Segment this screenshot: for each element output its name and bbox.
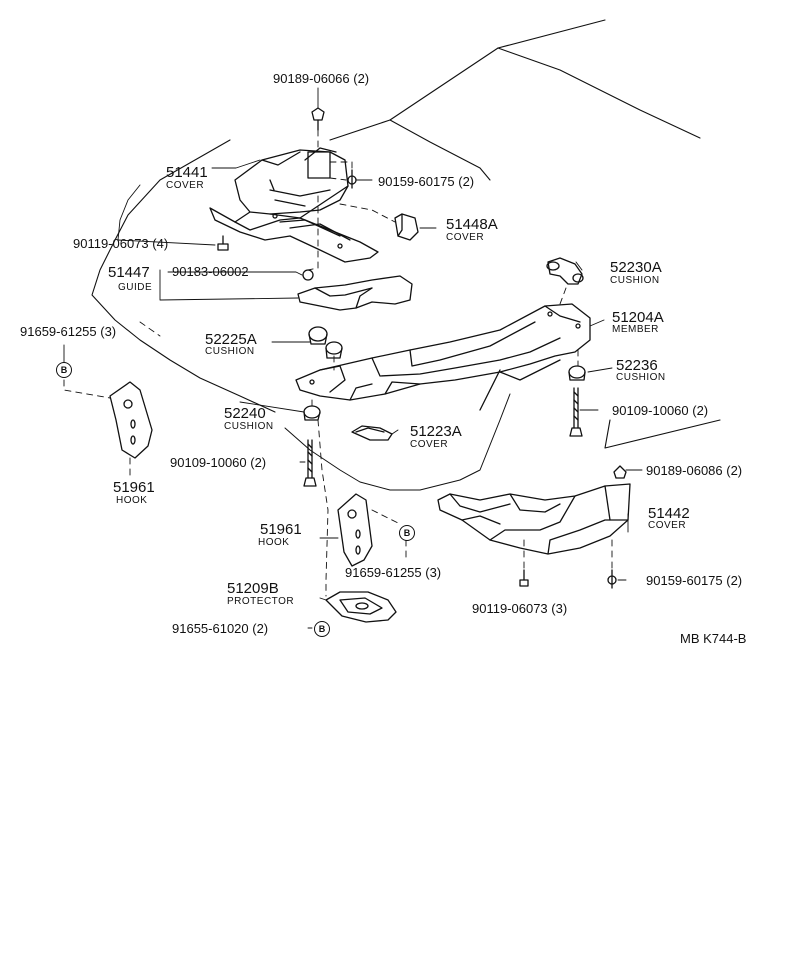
part-number-p19: 51961 bbox=[260, 521, 302, 538]
part-number-p17: 51961 bbox=[113, 479, 155, 496]
part-name-p8: CUSHION bbox=[610, 275, 660, 286]
part-name-p19: HOOK bbox=[258, 537, 290, 548]
circle-b-marker-bottom: B bbox=[314, 621, 330, 637]
part-number-p16: 90109-10060 (2) bbox=[170, 455, 267, 470]
part-name-p17: HOOK bbox=[116, 495, 148, 506]
leader-lines bbox=[63, 87, 643, 629]
part-number-p3: 90159-60175 (2) bbox=[378, 174, 475, 189]
circle-b-marker-center: B bbox=[399, 525, 415, 541]
part-name-p2: COVER bbox=[166, 180, 205, 191]
cushion-52225a bbox=[308, 326, 343, 359]
hook-51961-left bbox=[109, 381, 153, 459]
part-name-p15: COVER bbox=[410, 439, 449, 450]
part-number-p12: 52236 bbox=[616, 357, 658, 374]
part-number-p5: 51448A bbox=[446, 216, 498, 233]
part-name-p13: CUSHION bbox=[224, 421, 274, 432]
part-number-p4: 90119-06073 (4) bbox=[73, 236, 169, 251]
bolt-90109-10060-right bbox=[569, 387, 583, 437]
circle-b-marker-left: B bbox=[56, 362, 72, 378]
cushion-52236 bbox=[568, 365, 586, 381]
part-number-p20: 51442 bbox=[648, 505, 690, 522]
part-number-p1: 90189-06066 (2) bbox=[273, 71, 370, 86]
bolt-90159-60175-lower bbox=[607, 569, 617, 589]
part-number-p10: 52225A bbox=[205, 331, 257, 348]
part-number-p25: 91655-61020 (2) bbox=[172, 621, 269, 636]
bolt-90119-06073-lower bbox=[519, 569, 529, 587]
part-number-p9: 91659-61255 (3) bbox=[20, 324, 117, 339]
assembly-dashed-lines bbox=[63, 129, 613, 597]
part-number-p8: 52230A bbox=[610, 259, 662, 276]
part-name-p6: GUIDE bbox=[118, 282, 153, 293]
part-name-p12: CUSHION bbox=[616, 372, 666, 383]
guide-51447 bbox=[297, 269, 413, 311]
part-name-p24: PROTECTOR bbox=[227, 596, 295, 607]
body-outline bbox=[91, 19, 721, 449]
part-number-p23: 90119-06073 (3) bbox=[472, 601, 568, 616]
part-name-p10: CUSHION bbox=[205, 346, 255, 357]
part-number-p18: 90189-06086 (2) bbox=[646, 463, 743, 478]
cover-51442 bbox=[437, 483, 631, 555]
part-name-p20: COVER bbox=[648, 520, 687, 531]
bolt-90189-06066 bbox=[311, 107, 325, 131]
part-number-p24: 51209B bbox=[227, 580, 279, 597]
cover-51223a bbox=[351, 425, 393, 441]
member-51204a bbox=[295, 303, 591, 411]
body-curves bbox=[284, 393, 511, 491]
cushion-52230a bbox=[546, 257, 584, 285]
hook-51961-center bbox=[337, 493, 373, 567]
part-number-p2: 51441 bbox=[166, 164, 208, 181]
bolt-90119-06073-upper bbox=[217, 235, 229, 251]
cushion-52240 bbox=[303, 405, 321, 421]
protector-51209b bbox=[325, 591, 397, 623]
part-number-p6: 51447 bbox=[108, 264, 150, 281]
part-number-p15: 51223A bbox=[410, 423, 462, 440]
diagram-reference-code: MB K744-B bbox=[680, 631, 747, 646]
cover-51441 bbox=[209, 147, 379, 263]
part-name-p11: MEMBER bbox=[612, 324, 659, 335]
part-name-p5: COVER bbox=[446, 232, 485, 243]
part-number-p14: 90109-10060 (2) bbox=[612, 403, 709, 418]
bolt-90109-10060-left bbox=[303, 439, 317, 487]
part-number-p11: 51204A bbox=[612, 309, 664, 326]
part-number-p7: 90183-06002 bbox=[172, 264, 249, 279]
part-number-p21: 91659-61255 (3) bbox=[345, 565, 442, 580]
bolt-90159-60175-upper bbox=[347, 169, 357, 189]
cover-51448a bbox=[394, 213, 419, 241]
bolt-90189-06086 bbox=[613, 465, 627, 479]
part-number-p13: 52240 bbox=[224, 405, 266, 422]
part-number-p22: 90159-60175 (2) bbox=[646, 573, 743, 588]
